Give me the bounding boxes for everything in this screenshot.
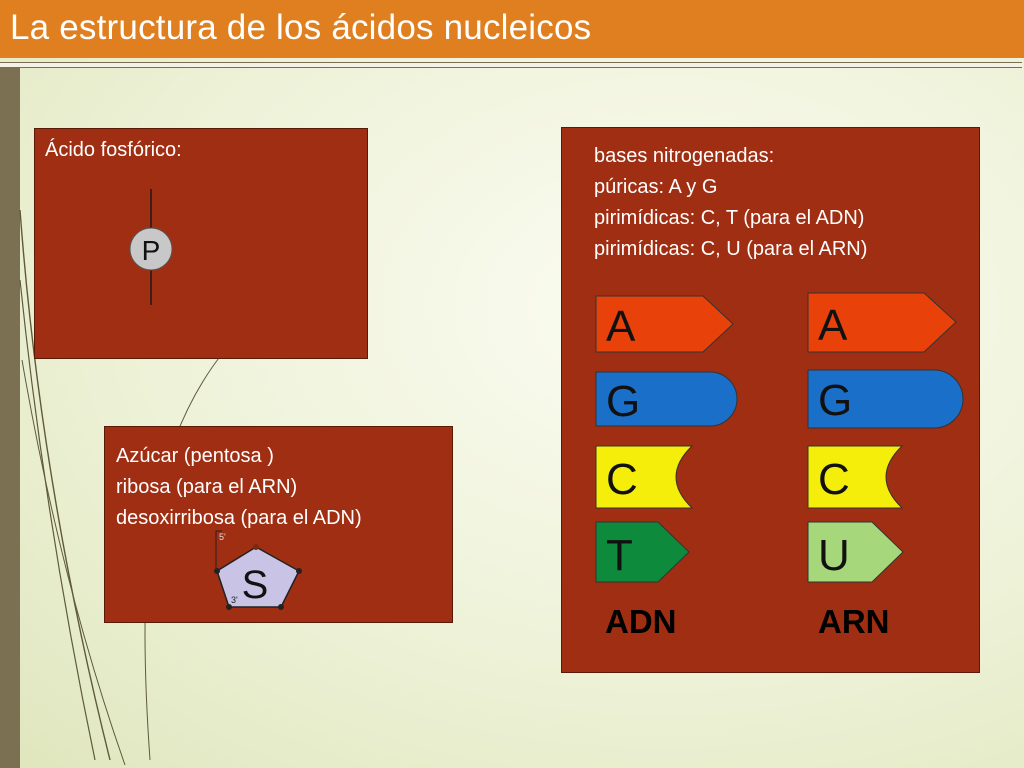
rna-base-letter-a: A bbox=[818, 301, 848, 350]
dna-guanine: G bbox=[595, 371, 738, 427]
rna-base-letter-u: U bbox=[818, 531, 850, 580]
carbon-5-label: 5' bbox=[219, 532, 226, 542]
phosphate-diagram: P bbox=[129, 189, 173, 305]
rna-guanine: G bbox=[807, 369, 964, 429]
bases-diagram: A G C T ADN A G C U bbox=[595, 292, 964, 640]
dna-base-letter-c: C bbox=[606, 455, 638, 504]
rna-base-letter-g: G bbox=[818, 376, 852, 425]
slide-title: La estructura de los ácidos nucleicos bbox=[10, 8, 592, 47]
sugar-symbol: S bbox=[242, 563, 269, 607]
dna-base-letter-a: A bbox=[606, 302, 636, 351]
left-decorative-strip bbox=[0, 68, 20, 768]
dna-base-letter-g: G bbox=[606, 377, 640, 426]
sugar-line-2: ribosa (para el ARN) bbox=[116, 476, 298, 498]
sugar-line-1: Azúcar (pentosa ) bbox=[116, 445, 274, 467]
bases-line-2: púricas: A y G bbox=[594, 176, 718, 198]
rna-label: ARN bbox=[818, 603, 890, 640]
dna-thymine: T bbox=[595, 521, 690, 583]
rna-adenine: A bbox=[807, 292, 957, 353]
pentose-diagram: 5' 3' S bbox=[214, 530, 302, 610]
phosphate-label: Ácido fosfórico: bbox=[45, 139, 182, 161]
bases-line-1: bases nitrogenadas: bbox=[594, 145, 775, 167]
title-bar: La estructura de los ácidos nucleicos bbox=[0, 0, 1024, 58]
rna-uracil: U bbox=[807, 521, 904, 583]
phosphate-panel: Ácido fosfórico: P bbox=[34, 128, 368, 359]
bases-line-3: pirimídicas: C, T (para el ADN) bbox=[594, 207, 865, 229]
dna-label: ADN bbox=[605, 603, 677, 640]
sugar-line-3: desoxirribosa (para el ADN) bbox=[116, 507, 362, 529]
rna-base-letter-c: C bbox=[818, 455, 850, 504]
bases-line-4: pirimídicas: C, U (para el ARN) bbox=[594, 238, 868, 260]
carbon-3-label: 3' bbox=[231, 595, 238, 605]
sugar-panel: Azúcar (pentosa ) ribosa (para el ARN) d… bbox=[104, 426, 453, 623]
dna-base-letter-t: T bbox=[606, 531, 633, 580]
dna-adenine: A bbox=[595, 295, 734, 353]
phosphate-symbol: P bbox=[142, 235, 161, 266]
bases-panel: bases nitrogenadas: púricas: A y G pirim… bbox=[561, 127, 980, 673]
rna-cytosine: C bbox=[807, 445, 904, 509]
title-divider bbox=[0, 62, 1022, 68]
dna-cytosine: C bbox=[595, 445, 694, 509]
